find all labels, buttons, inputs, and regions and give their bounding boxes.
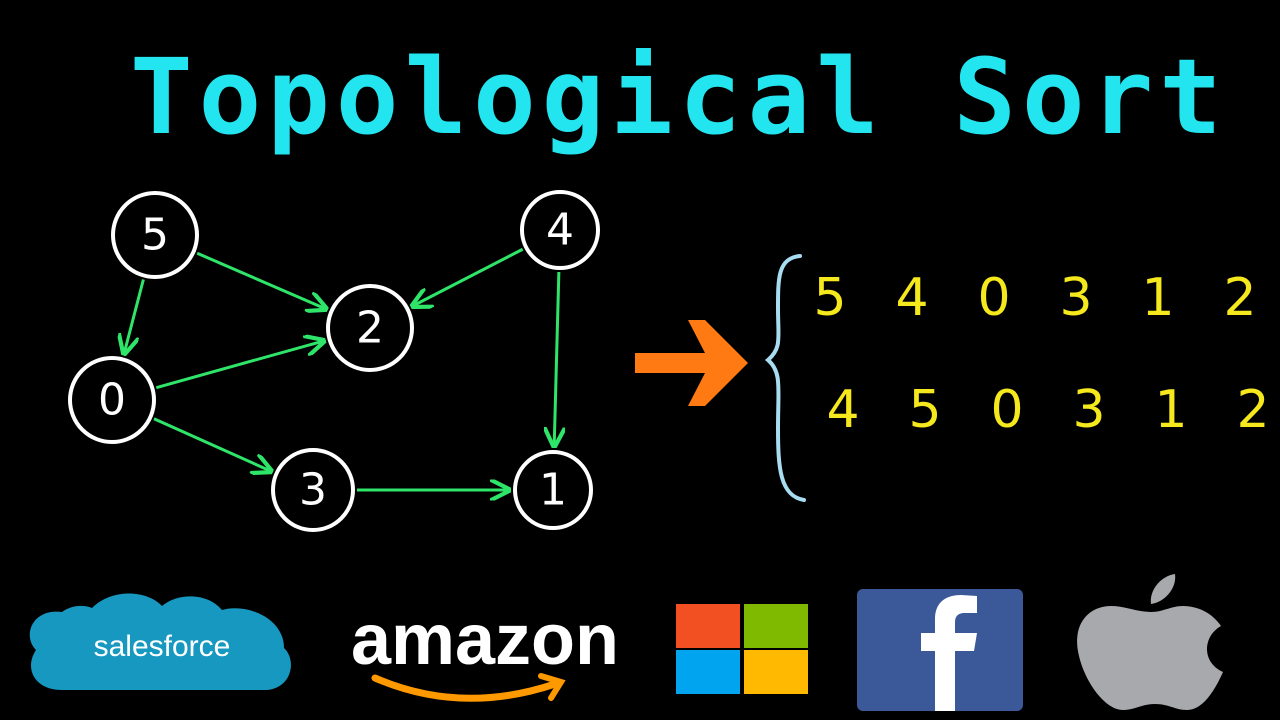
node-4: 4 bbox=[520, 190, 600, 270]
edge-0-3 bbox=[153, 417, 271, 471]
ordering-digit: 0 bbox=[990, 380, 1023, 440]
edge-4-2 bbox=[413, 247, 524, 306]
node-label: 2 bbox=[356, 303, 384, 354]
ordering-digit: 3 bbox=[1059, 268, 1092, 328]
ordering-digit: 2 bbox=[1236, 380, 1269, 440]
ordering-digit: 1 bbox=[1154, 380, 1187, 440]
node-circle bbox=[111, 191, 199, 279]
brace-icon bbox=[764, 254, 806, 502]
salesforce-logo: salesforce bbox=[29, 593, 291, 690]
amazon-wordmark: amazon bbox=[351, 600, 619, 680]
edge-5-0 bbox=[124, 279, 145, 354]
microsoft-logo bbox=[676, 604, 808, 694]
edges-layer bbox=[124, 247, 559, 490]
edge-5-2 bbox=[196, 251, 326, 309]
node-circle bbox=[68, 356, 156, 444]
edge-0-2 bbox=[155, 341, 323, 390]
ordering-digit: 4 bbox=[895, 268, 928, 328]
nodes-layer: 5 4 2 0 3 1 bbox=[68, 190, 600, 532]
node-label: 1 bbox=[539, 465, 567, 516]
facebook-logo bbox=[857, 589, 1023, 711]
node-label: 3 bbox=[299, 465, 327, 516]
page-title: Topological Sort bbox=[130, 36, 1228, 158]
node-circle bbox=[513, 450, 593, 530]
edge-4-1 bbox=[554, 271, 559, 446]
orange-arrow-icon bbox=[635, 320, 748, 406]
node-circle bbox=[271, 448, 355, 532]
ordering-digit: 4 bbox=[826, 380, 859, 440]
dag-diagram: 5 4 2 0 3 1 bbox=[68, 190, 600, 532]
node-label: 0 bbox=[98, 375, 126, 426]
node-circle bbox=[326, 284, 414, 372]
node-circle bbox=[520, 190, 600, 270]
ordering-digit: 1 bbox=[1141, 268, 1174, 328]
ordering-digit: 5 bbox=[813, 268, 846, 328]
amazon-smile-icon bbox=[371, 674, 559, 702]
node-label: 4 bbox=[546, 205, 574, 256]
salesforce-wordmark: salesforce bbox=[94, 630, 231, 663]
amazon-logo: amazon bbox=[351, 600, 619, 702]
node-label: 5 bbox=[141, 210, 169, 261]
ordering-digit: 2 bbox=[1223, 268, 1256, 328]
apple-logo bbox=[1077, 574, 1223, 710]
ordering-digit: 5 bbox=[908, 380, 941, 440]
node-5: 5 bbox=[111, 191, 199, 279]
node-3: 3 bbox=[271, 448, 355, 532]
ordering-digit: 0 bbox=[977, 268, 1010, 328]
node-0: 0 bbox=[68, 356, 156, 444]
node-2: 2 bbox=[326, 284, 414, 372]
ordering-digit: 3 bbox=[1072, 380, 1105, 440]
node-1: 1 bbox=[513, 450, 593, 530]
